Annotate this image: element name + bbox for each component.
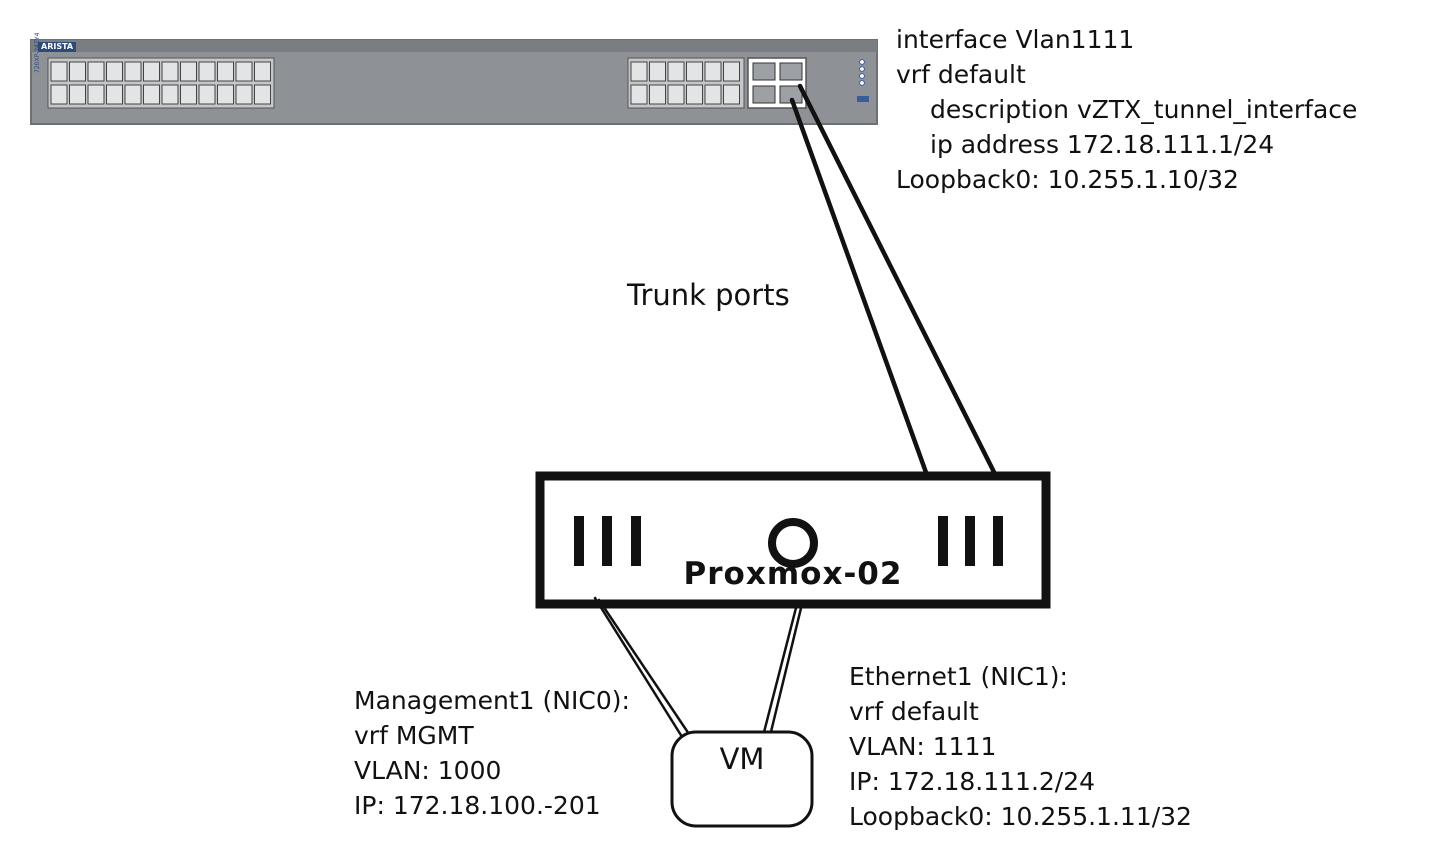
switch-port xyxy=(667,61,685,82)
config-ip-line: ip address 172.18.111.1/24 xyxy=(930,130,1275,159)
switch-port xyxy=(254,84,271,105)
nic0-vrf: vrf MGMT xyxy=(354,721,474,750)
status-led xyxy=(859,80,865,86)
switch-port xyxy=(198,84,216,105)
nic1-title: Ethernet1 (NIC1): xyxy=(849,662,1068,691)
nic0-ip: IP: 172.18.100.-201 xyxy=(354,791,601,820)
host-right-bar-3 xyxy=(993,516,1003,566)
switch-port xyxy=(217,84,234,105)
switch-port xyxy=(667,84,685,105)
status-led xyxy=(859,66,865,72)
host-name-label: Proxmox-02 xyxy=(683,556,903,592)
switch-port xyxy=(143,84,160,105)
switch-config-block: interface Vlan1111 vrf default descripti… xyxy=(896,22,1357,197)
power-button-icon xyxy=(768,518,818,568)
switch-port xyxy=(254,61,271,82)
switch-port xyxy=(723,61,740,82)
nic1-cable-a xyxy=(760,602,799,742)
switch-port xyxy=(649,61,666,82)
switch-port xyxy=(161,84,179,105)
switch-port xyxy=(180,61,197,82)
proxmox-host xyxy=(535,471,1051,609)
switch-port xyxy=(180,84,197,105)
switch-model-label: 720XP-24ZY4 xyxy=(34,32,41,73)
switch-port xyxy=(235,61,253,82)
switch-port xyxy=(106,84,123,105)
nic1-loopback: Loopback0: 10.255.1.11/32 xyxy=(849,802,1192,831)
right-port-bank xyxy=(627,57,745,109)
switch-port xyxy=(69,61,86,82)
host-left-bar-1 xyxy=(574,516,584,566)
nic0-cable-a xyxy=(593,596,686,742)
switch-port xyxy=(630,61,648,82)
nic0-info-block: Management1 (NIC0): vrf MGMT VLAN: 1000 … xyxy=(354,683,630,823)
switch-port xyxy=(124,61,142,82)
trunk-ports-label: Trunk ports xyxy=(627,278,790,312)
nic0-cable-b xyxy=(597,598,695,742)
switch-port xyxy=(69,84,86,105)
vm-box xyxy=(670,730,814,828)
config-description-line: description vZTX_tunnel_interface xyxy=(930,95,1358,124)
config-loopback-line: Loopback0: 10.255.1.10/32 xyxy=(896,165,1239,194)
host-left-bar-3 xyxy=(631,516,641,566)
switch-port xyxy=(217,61,234,82)
switch-port xyxy=(686,61,703,82)
switch-port xyxy=(161,61,179,82)
status-led xyxy=(859,73,865,79)
switch-port xyxy=(124,84,142,105)
nic0-title: Management1 (NIC0): xyxy=(354,686,630,715)
trunk-cable-2 xyxy=(797,83,1001,483)
switch-port xyxy=(50,84,68,105)
switch-port xyxy=(704,61,722,82)
console-port xyxy=(857,96,869,102)
nic1-cable-b xyxy=(767,602,804,742)
trunk-cable-1 xyxy=(789,97,931,481)
nic1-info-block: Ethernet1 (NIC1): vrf default VLAN: 1111… xyxy=(849,659,1192,834)
nic1-ip: IP: 172.18.111.2/24 xyxy=(849,767,1096,796)
arista-switch xyxy=(30,39,878,125)
switch-port xyxy=(50,61,68,82)
switch-brand-logo: ARISTA xyxy=(38,42,77,52)
switch-port xyxy=(106,61,123,82)
switch-port xyxy=(686,84,703,105)
status-led xyxy=(859,59,865,65)
config-interface-line: interface Vlan1111 xyxy=(896,25,1135,54)
switch-port xyxy=(143,61,160,82)
config-vrf-line: vrf default xyxy=(896,60,1026,89)
switch-top-strip xyxy=(31,40,877,52)
switch-port xyxy=(235,84,253,105)
vm-label: VM xyxy=(719,742,765,776)
host-right-bar-1 xyxy=(938,516,948,566)
switch-port xyxy=(723,84,740,105)
switch-port xyxy=(649,84,666,105)
switch-port xyxy=(87,84,105,105)
nic1-vlan: VLAN: 1111 xyxy=(849,732,997,761)
left-port-bank xyxy=(47,57,275,109)
host-right-bar-2 xyxy=(965,516,975,566)
switch-port xyxy=(630,84,648,105)
status-leds xyxy=(859,59,865,86)
uplink-port xyxy=(752,85,776,104)
uplink-ports xyxy=(752,62,803,104)
nic1-vrf: vrf default xyxy=(849,697,979,726)
uplink-port xyxy=(779,62,803,81)
switch-port xyxy=(87,61,105,82)
uplink-port xyxy=(752,62,776,81)
switch-port xyxy=(704,84,722,105)
switch-port xyxy=(198,61,216,82)
host-left-bar-2 xyxy=(602,516,612,566)
host-chassis xyxy=(535,471,1051,609)
nic0-vlan: VLAN: 1000 xyxy=(354,756,502,785)
